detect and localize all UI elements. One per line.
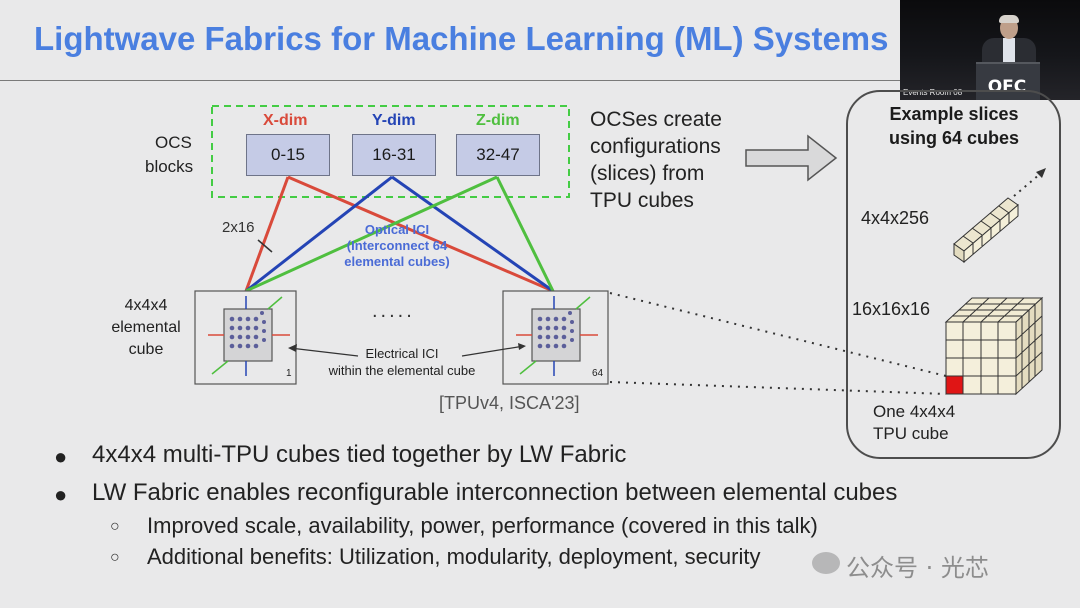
panel-title-line2: using 64 cubes: [888, 128, 1020, 148]
bullet-marker-2: ●: [54, 482, 68, 507]
link-label-pointer: [257, 239, 273, 253]
optical-ici-line1: Optical ICI: [364, 222, 430, 237]
ocs-label-line1: OCS: [155, 133, 192, 152]
optical-ici-label: Optical ICI (Interconnect 64 elemental c…: [330, 222, 464, 270]
link-x-right: [287, 175, 554, 293]
citation: [TPUv4, ISCA'23]: [439, 393, 580, 413]
z-dim-label: Z-dim: [476, 112, 520, 129]
video-room-label: Events Room 08: [903, 88, 963, 97]
cube-number-64: 64: [592, 368, 604, 379]
one-cube-highlight: [945, 375, 964, 395]
bullet-2: LW Fabric enables reconfigurable interco…: [92, 479, 898, 506]
link-z-right: [495, 176, 555, 292]
electrical-ici-line2: within the elemental cube: [328, 363, 476, 378]
elemental-cube-label: 4x4x4 elemental cube: [108, 295, 184, 361]
link-x-left: [244, 176, 290, 292]
sub-bullet-marker-1: ○: [110, 518, 120, 535]
optical-ici-line2: (Interconnect 64: [346, 238, 448, 253]
cubes-ellipsis: .....: [372, 300, 415, 322]
slice-a-label: 4x4x256: [861, 208, 930, 228]
cube-64-dots: [537, 311, 574, 349]
x-dim-label: X-dim: [263, 112, 308, 129]
one-cube-line1: One 4x4x4: [873, 402, 956, 421]
bullet-1: 4x4x4 multi-TPU cubes tied together by L…: [92, 441, 627, 468]
cube-label-line3: cube: [128, 341, 164, 358]
cube-1-dots: [229, 311, 266, 349]
ocs-description-line1: OCSes create: [590, 108, 722, 131]
ocs-description-line2: configurations: [590, 135, 721, 158]
projection-top: [609, 292, 947, 377]
electrical-arrow-left: [289, 347, 359, 357]
y-dim-label: Y-dim: [372, 112, 416, 129]
speaker-shirt: [1003, 38, 1015, 62]
ocs-label-line2: blocks: [145, 157, 194, 176]
ocs-description: OCSes create configurations (slices) fro…: [590, 106, 722, 214]
optical-ici-line3: elemental cubes): [344, 254, 450, 269]
slice-long-extension: [1013, 173, 1041, 197]
one-cube-label: One 4x4x4 TPU cube: [873, 401, 955, 445]
sub-bullet-2: Additional benefits: Utilization, modula…: [147, 544, 761, 569]
link-z-left: [245, 175, 498, 293]
panel-title: Example slices using 64 cubes: [860, 102, 1048, 150]
speaker-hair: [999, 15, 1019, 23]
title-divider: [0, 80, 1080, 81]
electrical-arrow-right: [461, 345, 525, 357]
cube-number-1: 1: [286, 368, 292, 379]
projection-bottom: [609, 381, 947, 395]
slice-long: [953, 197, 1019, 264]
one-cube-line2: TPU cube: [873, 424, 949, 443]
ocs-dashed-box: [211, 105, 570, 198]
ocs-block-z: 32-47: [456, 134, 540, 176]
panel-title-line1: Example slices: [889, 104, 1019, 124]
slice-b-label: 16x16x16: [852, 299, 931, 319]
big-arrow: [745, 134, 838, 182]
ocs-description-line3: (slices) from: [590, 162, 705, 185]
ocs-block-y: 16-31: [352, 134, 436, 176]
ocs-description-line4: TPU cubes: [590, 189, 694, 212]
cube-label-line1: 4x4x4: [124, 297, 168, 314]
link-count-label: 2x16: [222, 219, 255, 236]
ofc-logo: OFC: [987, 77, 1027, 97]
slide-title: Lightwave Fabrics for Machine Learning (…: [34, 20, 889, 57]
cube-label-line2: elemental: [111, 319, 181, 336]
watermark-wechat-icon: [812, 552, 840, 574]
ocs-block-x: 0-15: [246, 134, 330, 176]
slice-cube: [944, 296, 1044, 396]
electrical-ici-label: Electrical ICI within the elemental cube: [318, 345, 486, 379]
sub-bullet-1: Improved scale, availability, power, per…: [147, 513, 818, 538]
bullet-marker-1: ●: [54, 444, 68, 469]
electrical-ici-line1: Electrical ICI: [365, 346, 439, 361]
link-y-right: [391, 175, 554, 293]
example-slices-panel: [846, 90, 1061, 459]
sub-bullet-marker-2: ○: [110, 549, 120, 566]
watermark: 公众号 · 光芯: [846, 554, 989, 582]
link-y-left: [245, 175, 393, 293]
